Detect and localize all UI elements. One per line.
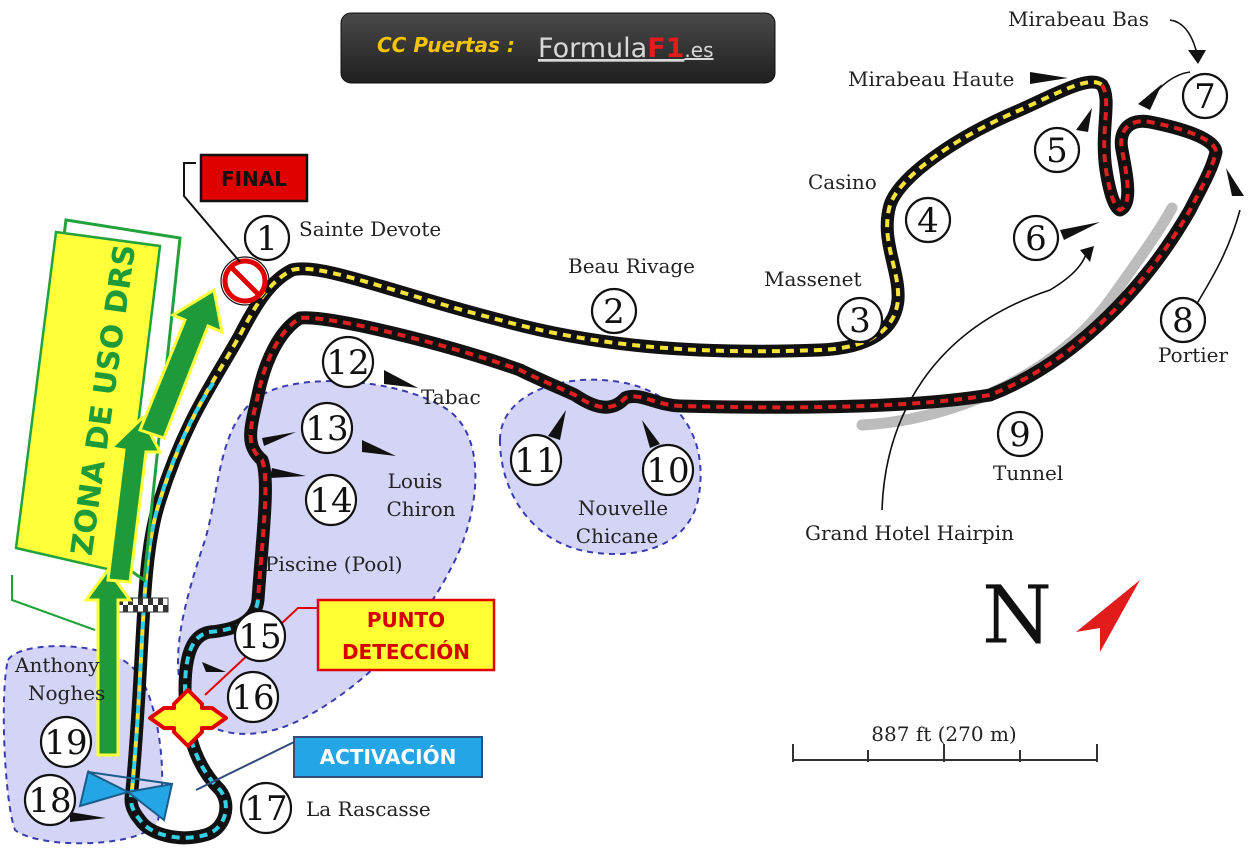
banner-brand: FormulaF1.es [538, 33, 714, 64]
banner-prefix: CC Puertas : [377, 33, 515, 57]
label-anthony-noghes-2: Noghes [28, 681, 105, 705]
activation-callout: ACTIVACIÓN [195, 736, 483, 791]
label-mirabeau-bas: Mirabeau Bas [1008, 7, 1149, 31]
svg-text:11: 11 [514, 441, 557, 481]
drs-arrow-lower [83, 567, 133, 757]
label-grand-hotel-hairpin: Grand Hotel Hairpin [805, 521, 1014, 545]
svg-text:18: 18 [28, 781, 71, 821]
label-anthony-noghes-1: Anthony [14, 653, 100, 677]
corner-2-marker: 2 [590, 287, 638, 335]
label-tunnel: Tunnel [993, 461, 1063, 485]
sector-3-dashes [129, 378, 260, 840]
corner-11-marker: 11 [509, 433, 563, 487]
corner-8-marker: 8 [1159, 296, 1207, 344]
header-banner: CC Puertas : FormulaF1.es [340, 12, 776, 84]
corner-14-marker: 14 [304, 473, 358, 527]
svg-text:6: 6 [1025, 219, 1047, 259]
final-label: FINAL [221, 167, 287, 191]
svg-text:14: 14 [309, 481, 352, 521]
label-beau-rivage: Beau Rivage [568, 254, 695, 278]
svg-text:1: 1 [256, 219, 278, 259]
svg-text:19: 19 [44, 723, 87, 763]
activation-marker-icon [78, 770, 174, 822]
corner-18-marker: 18 [23, 773, 77, 827]
svg-text:10: 10 [646, 451, 689, 491]
corner-labels: Sainte Devote Beau Rivage Massenet Casin… [14, 7, 1229, 821]
label-piscine: Piscine (Pool) [265, 552, 403, 576]
svg-text:16: 16 [231, 678, 274, 718]
corner-4-marker: 4 [904, 196, 952, 244]
svg-text:4: 4 [917, 201, 939, 241]
corner-15-marker: 15 [233, 609, 287, 663]
detection-label-1: PUNTO [367, 608, 445, 632]
corner-6-marker: 6 [1012, 214, 1060, 262]
svg-text:3: 3 [849, 301, 871, 341]
label-casino: Casino [808, 170, 877, 194]
corner-numbers: 1 2 3 4 5 6 7 8 9 10 11 12 13 14 15 16 1… [23, 72, 1229, 835]
label-nouvelle-chicane-2: Chicane [576, 524, 658, 548]
corner-19-marker: 19 [39, 715, 93, 769]
activation-label: ACTIVACIÓN [320, 745, 457, 769]
corner-7-marker: 7 [1181, 72, 1229, 120]
label-nouvelle-chicane-1: Nouvelle [578, 496, 668, 520]
corner-9-marker: 9 [996, 410, 1044, 458]
sector-2-dashes [248, 83, 1219, 601]
svg-text:7: 7 [1194, 77, 1216, 117]
final-callout: FINAL [183, 153, 309, 263]
label-portier: Portier [1158, 343, 1229, 367]
label-tabac: Tabac [421, 385, 481, 409]
label-mirabeau-haute: Mirabeau Haute [848, 67, 1014, 91]
scale-bar-label: 887 ft (270 m) [871, 722, 1016, 746]
svg-text:17: 17 [244, 789, 287, 829]
svg-text:13: 13 [305, 409, 348, 449]
sector-1-dashes [130, 80, 1104, 791]
zone-nouvelle-chicane [498, 378, 702, 556]
label-la-rascasse: La Rascasse [306, 797, 431, 821]
detection-callout: PUNTO DETECCIÓN [204, 598, 496, 696]
corner-3-marker: 3 [836, 296, 884, 344]
svg-text:9: 9 [1009, 415, 1031, 455]
drs-arrows [83, 287, 225, 757]
corner-17-marker: 17 [239, 781, 293, 835]
corner-16-marker: 16 [226, 670, 280, 724]
svg-text:12: 12 [326, 343, 369, 383]
svg-text:5: 5 [1046, 131, 1068, 171]
label-massenet: Massenet [764, 267, 862, 291]
compass: N [982, 569, 1140, 662]
label-sainte-devote: Sainte Devote [299, 217, 441, 241]
scale-bar: 887 ft (270 m) [792, 722, 1098, 762]
corner-13-marker: 13 [300, 401, 354, 455]
corner-12-marker: 12 [321, 335, 375, 389]
svg-text:15: 15 [238, 617, 281, 657]
compass-label: N [982, 569, 1052, 662]
corner-1-marker: 1 [243, 214, 291, 262]
label-louis-chiron-2: Chiron [386, 497, 455, 521]
no-entry-icon [220, 256, 270, 306]
svg-text:8: 8 [1172, 301, 1194, 341]
svg-text:2: 2 [603, 292, 625, 332]
detection-marker-icon [148, 688, 228, 748]
north-arrow-icon [1076, 580, 1140, 652]
corner-5-marker: 5 [1033, 126, 1081, 174]
label-louis-chiron-1: Louis [388, 469, 443, 493]
drs-arrow-upper [138, 287, 225, 440]
detection-label-2: DETECCIÓN [342, 640, 470, 664]
corner-10-marker: 10 [641, 443, 695, 497]
